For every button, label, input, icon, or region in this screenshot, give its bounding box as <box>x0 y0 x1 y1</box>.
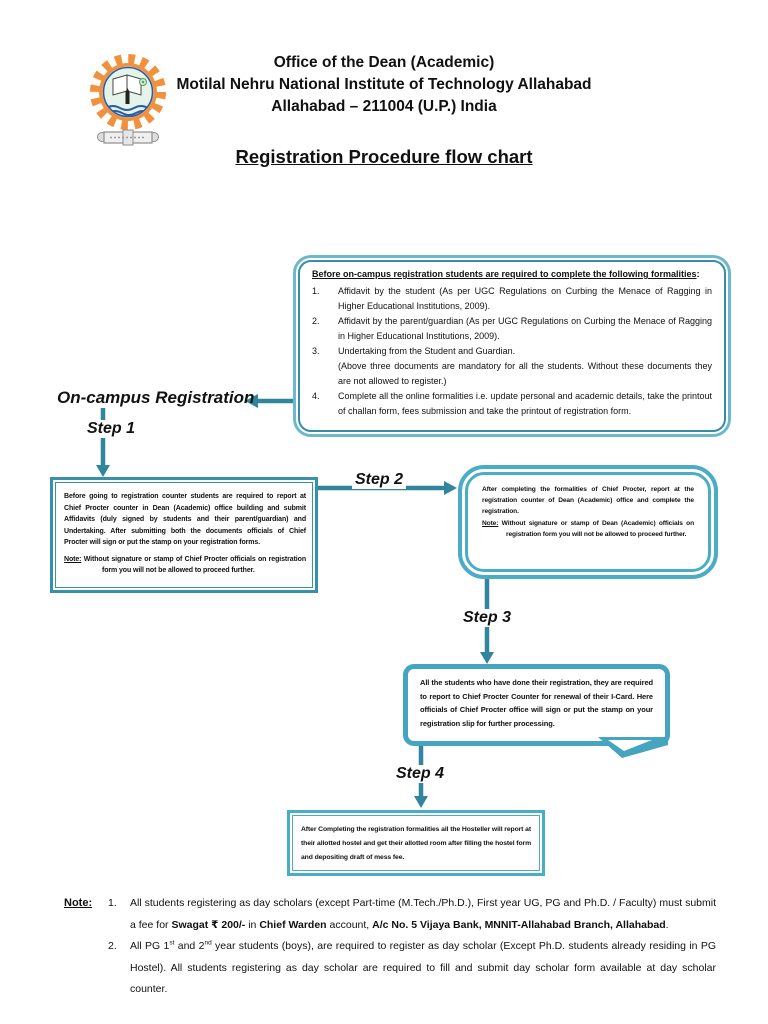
step4-body: After Completing the registration formal… <box>301 826 532 861</box>
footnote-item-text: All PG 1st and 2nd year students (boys),… <box>130 939 716 995</box>
step4-box: After Completing the registration formal… <box>287 810 545 876</box>
institute-address: Allahabad – 211004 (U.P.) India <box>271 98 497 115</box>
step1-label: Step 1 <box>84 420 139 438</box>
gear-teeth-icon <box>90 54 166 130</box>
institute-logo <box>80 48 176 157</box>
footnote-label: Note: <box>64 897 93 909</box>
step4-label: Step 4 <box>393 765 448 783</box>
institute-logo-icon <box>90 54 166 146</box>
institute-name: Motilal Nehru National Institute of Tech… <box>176 76 592 93</box>
step1-box: Before going to registration counter stu… <box>50 477 318 593</box>
list-item: 2. All PG 1st and 2nd year students (boy… <box>108 936 716 1001</box>
step1-body: Before going to registration counter stu… <box>64 493 306 546</box>
list-item: 2. Affidavit by the parent/guardian (As … <box>312 316 712 341</box>
list-item-note: (Above three documents are mandatory for… <box>338 361 712 386</box>
step2-body: After completing the formalities of Chie… <box>482 486 694 515</box>
step2-note: Note: Without signature or stamp of Dean… <box>482 520 694 538</box>
formalities-heading: Before on-campus registration students a… <box>312 269 700 279</box>
list-item: 3. Undertaking from the Student and Guar… <box>312 346 712 386</box>
on-campus-registration-label: On-campus Registration <box>57 388 255 407</box>
step2-box: After completing the formalities of Chie… <box>458 465 718 579</box>
step3-body: All the students who have done their reg… <box>420 678 653 728</box>
letterhead: Office of the Dean (Academic) Motilal Ne… <box>0 52 768 118</box>
list-item: 1. All students registering as day schol… <box>108 893 716 936</box>
step1-note: Note: Without signature or stamp of Chie… <box>64 555 306 575</box>
arrowhead-right-icon <box>444 481 457 495</box>
formalities-list: 1. Affidavit by the student (As per UGC … <box>312 284 712 419</box>
list-item: 4. Complete all the online formalities i… <box>312 391 712 416</box>
step2-label: Step 2 <box>352 471 407 489</box>
arrowhead-down-icon <box>414 796 428 808</box>
logo-emblem-icon <box>105 74 151 116</box>
footnote-item-text: All students registering as day scholars… <box>130 897 716 931</box>
step3-label: Step 3 <box>460 609 515 627</box>
formalities-box: Before on-campus registration students a… <box>293 255 731 437</box>
list-item: 1. Affidavit by the student (As per UGC … <box>312 286 712 311</box>
footnote: Note: 1. All students registering as day… <box>64 893 716 1001</box>
logo-banner-icon <box>97 129 159 146</box>
office-line: Office of the Dean (Academic) <box>273 54 495 71</box>
step3-box: All the students who have done their reg… <box>403 664 670 746</box>
arrowhead-down-icon <box>96 465 110 477</box>
footnote-list: 1. All students registering as day schol… <box>108 893 716 1001</box>
arrowhead-down-icon <box>480 652 494 664</box>
page-title: Registration Procedure flow chart <box>235 146 533 167</box>
